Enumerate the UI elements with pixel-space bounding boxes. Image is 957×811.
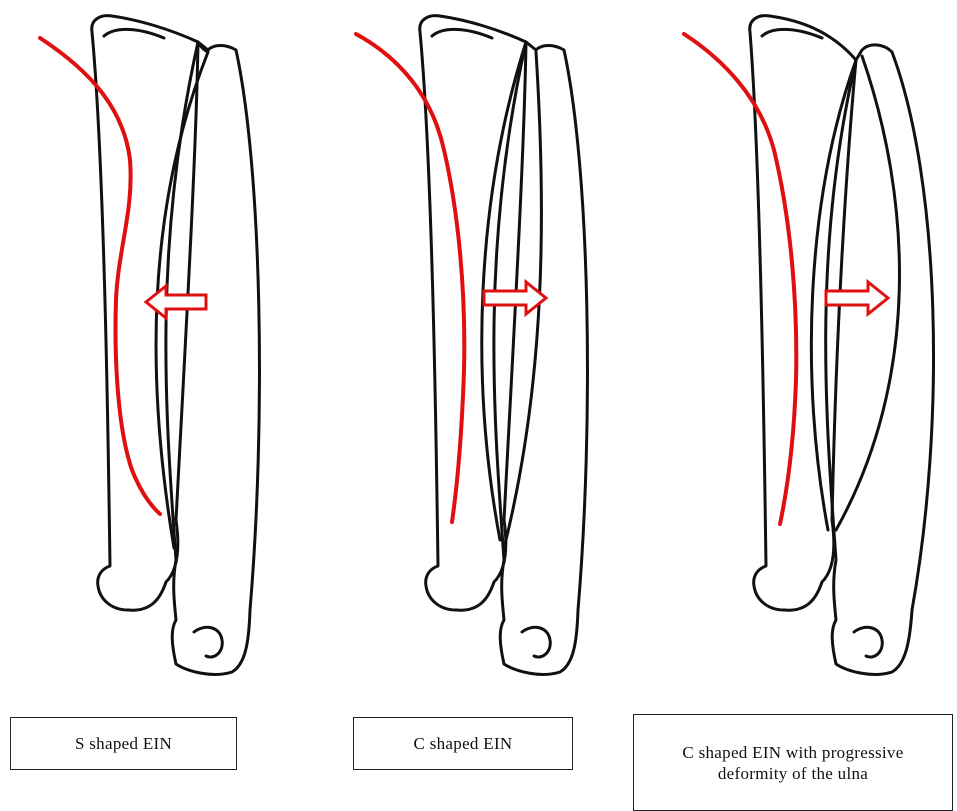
radius-detail: [104, 29, 164, 38]
arrow-right-icon: [826, 282, 888, 314]
caption-c-shaped-deformity: C shaped EIN with progressive deformity …: [633, 714, 953, 811]
radius-detail: [432, 29, 492, 38]
nail-c-shaped: [356, 34, 464, 522]
arrow-left-icon: [146, 286, 206, 318]
ulna-styloid: [854, 627, 882, 657]
panel-c-shaped: [356, 16, 587, 675]
radius-bone: [92, 16, 198, 611]
panel-c-shaped-deformity: [684, 16, 934, 675]
nail-s-shaped: [40, 38, 160, 514]
caption-c-shaped: C shaped EIN: [353, 717, 573, 770]
ulna-styloid: [194, 627, 222, 657]
nail-c-shaped: [684, 34, 796, 524]
radius-detail: [762, 29, 822, 38]
panel-s-shaped: [40, 16, 259, 675]
ulna-styloid: [522, 627, 550, 657]
caption-s-shaped: S shaped EIN: [10, 717, 237, 770]
ulna-bone-bowed: [826, 45, 934, 675]
